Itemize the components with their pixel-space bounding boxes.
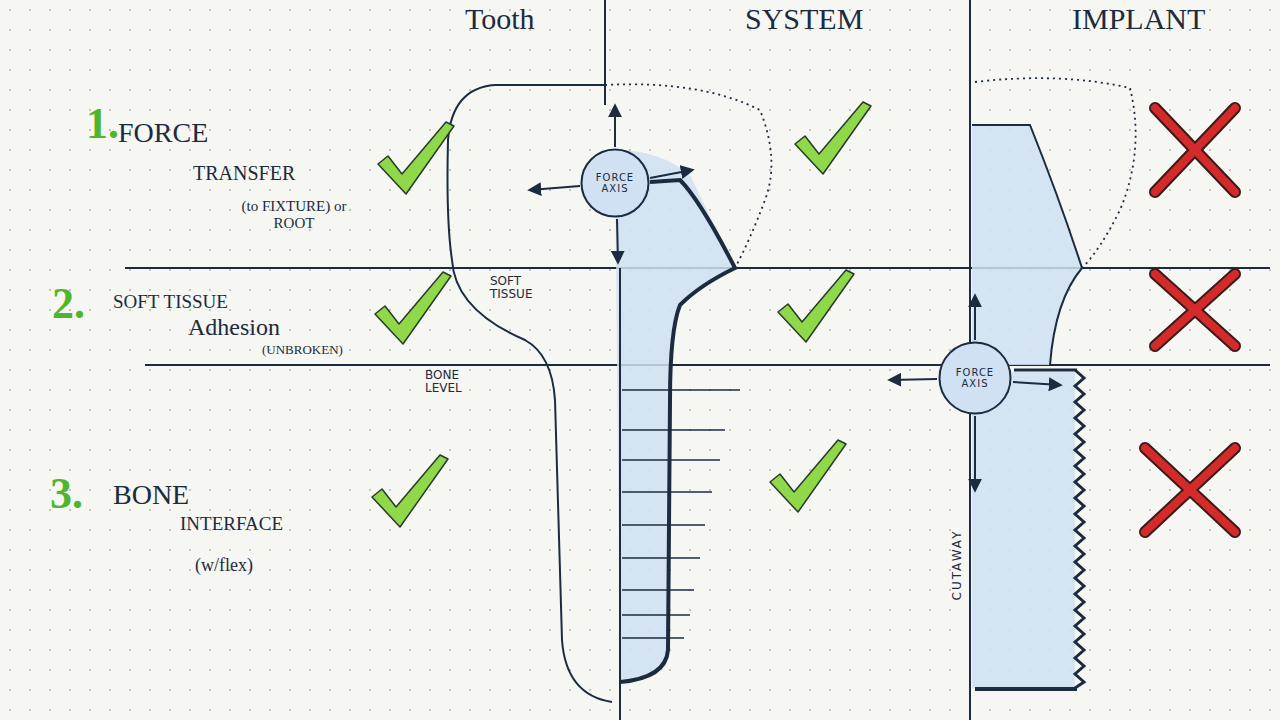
force-arrow (890, 379, 937, 380)
implant-threads (1075, 370, 1084, 688)
circle-shape (940, 343, 1011, 414)
row-heading: INTERFACE (180, 514, 283, 535)
root-outline (620, 180, 735, 682)
force-arrow (650, 170, 692, 178)
part-label: SOFT TISSUE (490, 275, 550, 301)
cross-mark (1155, 274, 1235, 346)
row-note: (UNBROKEN) (262, 343, 343, 357)
cross-mark (1145, 448, 1235, 532)
row-heading: Adhesion (188, 314, 280, 340)
force-arrow (617, 219, 618, 262)
row-note: (w/flex) (195, 556, 253, 576)
circle-shape (582, 150, 649, 217)
circle-label: FORCE AXIS (587, 172, 643, 195)
part-label: CUTAWAY (951, 530, 964, 601)
row-number: 2. (52, 280, 85, 328)
force-arrow (1013, 382, 1060, 385)
row-heading: SOFT TISSUE (113, 292, 228, 313)
check-mark (375, 272, 451, 344)
part-label: BONE LEVEL (425, 369, 487, 395)
row-note: (to FIXTURE) or ROOT (228, 198, 360, 231)
check-mark (372, 455, 448, 527)
implant-base (975, 687, 1077, 691)
abutment-outline (972, 125, 1082, 365)
crown-dotted-outline (975, 78, 1136, 268)
row-number: 3. (50, 470, 83, 518)
force-axis-circle: FORCE AXIS (580, 148, 650, 218)
abutment-fill (972, 125, 1082, 365)
ligament-line (622, 614, 690, 616)
implant-top (1014, 369, 1077, 372)
ligament-line (622, 589, 694, 591)
column-heading: SYSTEM (745, 2, 863, 35)
ligament-line (622, 429, 725, 431)
force-axis-circle: FORCE AXIS (938, 341, 1012, 415)
row-divider (145, 364, 1270, 366)
row-heading: FORCE (118, 118, 208, 149)
check-mark (778, 270, 854, 342)
ligament-line (622, 491, 712, 493)
circle-label: FORCE AXIS (945, 367, 1005, 390)
row-heading: BONE (113, 480, 189, 511)
ligament-line (622, 637, 684, 639)
check-mark (795, 102, 871, 174)
ligament-line (622, 459, 720, 461)
ligament-line (622, 389, 740, 391)
center-line (619, 268, 621, 720)
force-arrow (974, 296, 976, 340)
row-number: 1. (86, 100, 119, 148)
row-heading: TRANSFER (193, 162, 295, 184)
ligament-line (622, 557, 700, 559)
check-mark (378, 122, 454, 194)
force-arrow (530, 186, 580, 190)
column-heading: IMPLANT (1072, 2, 1205, 35)
force-arrow (614, 106, 616, 147)
column-heading: Tooth (465, 2, 535, 35)
cutaway-fill (615, 150, 735, 682)
check-mark (770, 440, 846, 512)
implant-fill (972, 372, 1075, 688)
column-divider (604, 0, 606, 105)
force-arrow (974, 416, 976, 490)
ligament-line (622, 524, 705, 526)
cross-mark (1155, 108, 1235, 192)
